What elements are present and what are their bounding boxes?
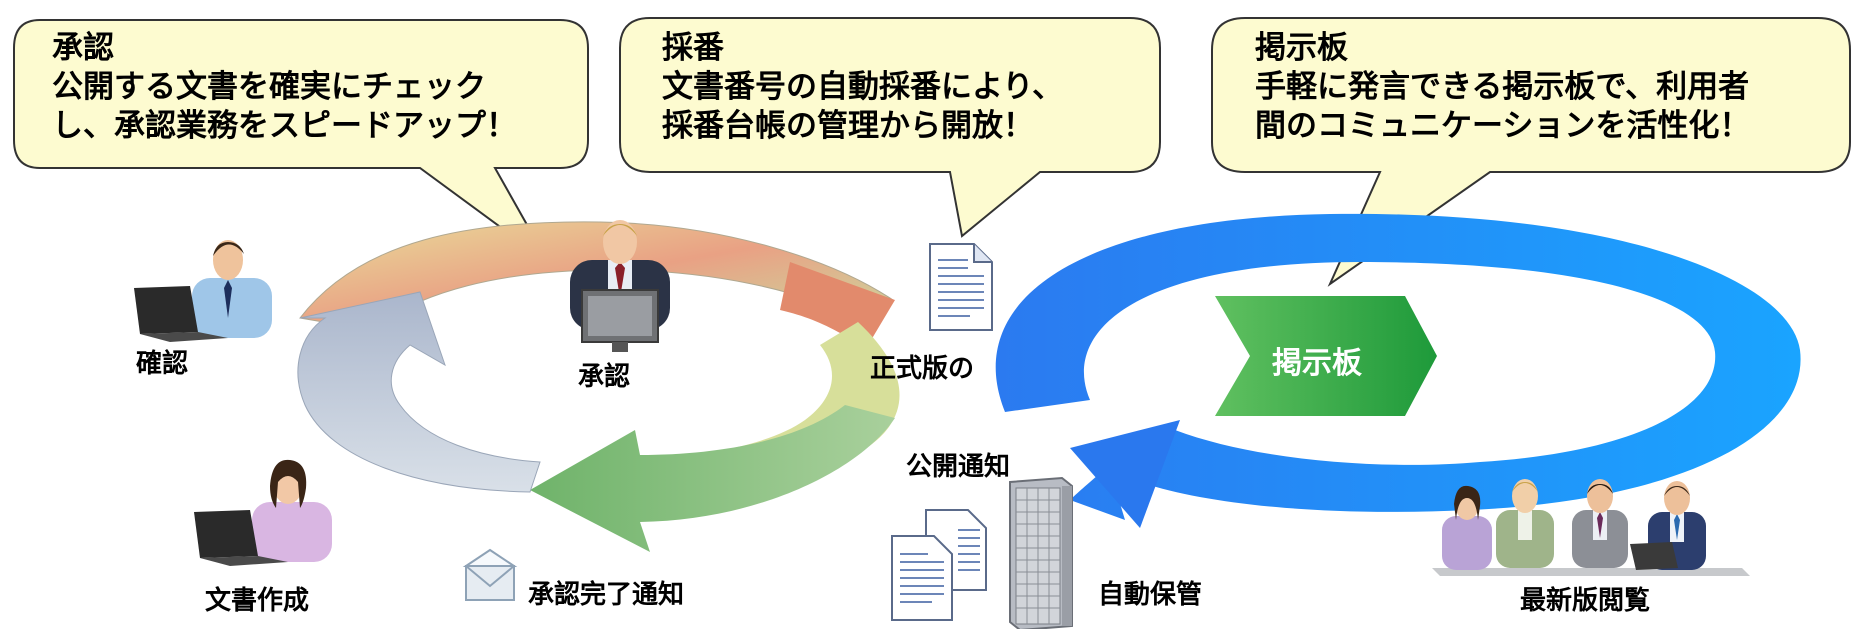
approval-cycle (297, 221, 900, 552)
numbering-line1: 文書番号の自動採番により、 (662, 69, 1064, 105)
approve-label: 承認 (578, 362, 631, 392)
approval-line1: 公開する文書を確実にチェック (52, 69, 486, 105)
approval-title: 承認 (52, 30, 114, 66)
document-icon (929, 243, 993, 331)
official-version-label: 正式版の (870, 354, 975, 384)
board-cycle-arrowhead (1070, 420, 1180, 528)
numbering-line2: 採番台帳の管理から開放！ (662, 108, 1034, 144)
board-cycle-ring (995, 213, 1801, 520)
confirmer-person-icon (134, 240, 272, 342)
auto-storage-label: 自動保管 (1098, 580, 1203, 610)
board-arrow (1215, 296, 1437, 416)
server-icon (1009, 476, 1073, 629)
board-cycle (995, 213, 1801, 528)
meeting-group-icon (1432, 479, 1750, 576)
approval-bubble (13, 19, 589, 263)
documents-stack-icon (891, 509, 987, 621)
approval-line2: し、承認業務をスピードアップ！ (52, 108, 517, 144)
latest-version-view-label: 最新版閲覧 (1520, 586, 1651, 616)
cycle-arrow-green (530, 405, 895, 552)
cycle-ring-top (299, 221, 895, 331)
create-document-label: 文書作成 (205, 586, 310, 616)
approver-person-icon (570, 220, 670, 352)
board-bubble-text: 掲示板 手軽に発言できる掲示板で、利用者 間のコミュニケーションを活性化！ (1255, 29, 1750, 146)
cycle-ring-left (297, 291, 541, 493)
board-arrow-label: 掲示板 (1272, 346, 1362, 381)
envelope-icon (462, 548, 518, 601)
numbering-title: 採番 (662, 30, 724, 66)
approval-bubble-text: 承認 公開する文書を確実にチェック し、承認業務をスピードアップ！ (52, 29, 517, 146)
board-line2: 間のコミュニケーションを活性化！ (1255, 108, 1751, 144)
numbering-bubble-text: 採番 文書番号の自動採番により、 採番台帳の管理から開放！ (662, 29, 1063, 146)
confirm-label: 確認 (136, 349, 189, 379)
numbering-bubble (619, 17, 1161, 238)
publish-notice-label: 公開通知 (906, 452, 1011, 482)
approval-done-notice-label: 承認完了通知 (528, 580, 685, 610)
board-title: 掲示板 (1255, 30, 1348, 66)
author-person-icon (194, 459, 332, 566)
board-line1: 手軽に発言できる掲示板で、利用者 (1255, 69, 1750, 105)
